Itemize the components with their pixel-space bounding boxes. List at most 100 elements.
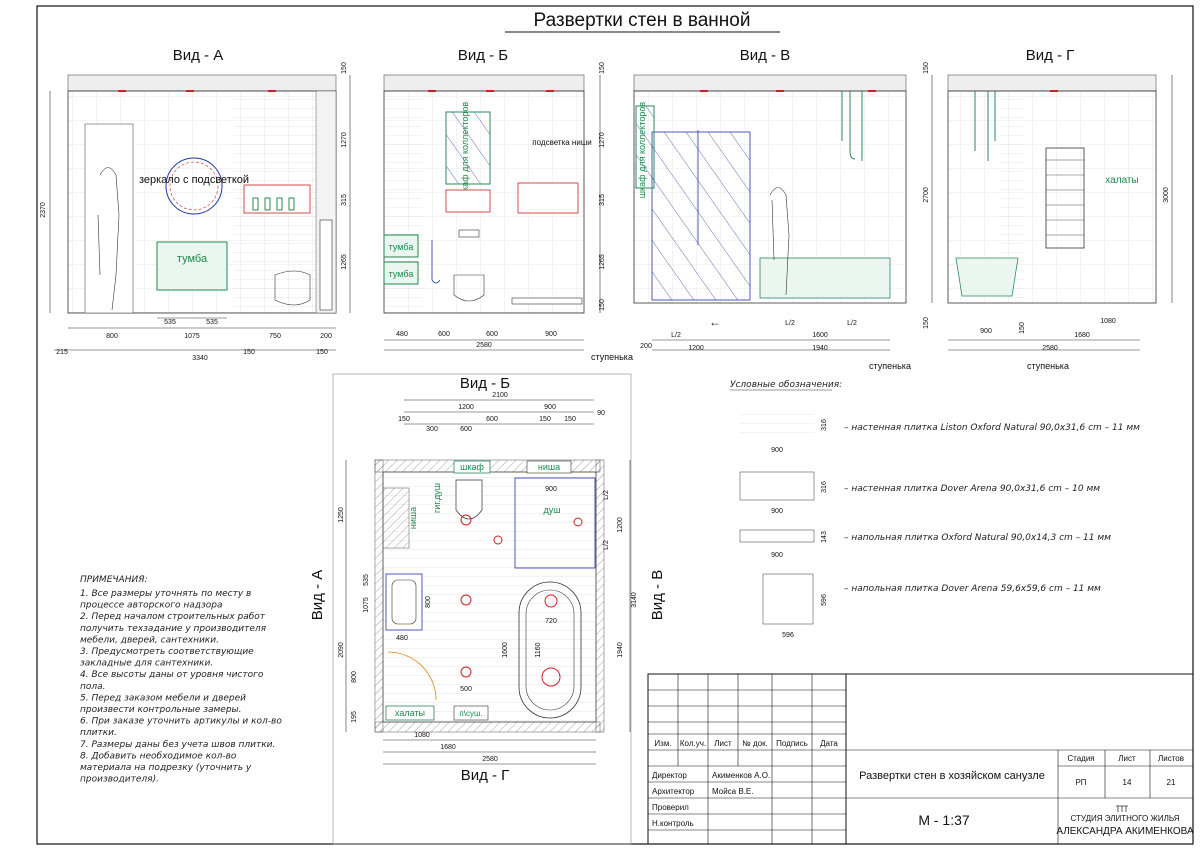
svg-text:2090: 2090 — [338, 642, 345, 658]
svg-text:1680: 1680 — [1074, 332, 1090, 339]
svg-text:150: 150 — [599, 62, 606, 74]
svg-text:2580: 2580 — [482, 756, 498, 763]
svg-text:150: 150 — [243, 349, 255, 356]
collector-cabinet-label: шкаф для коллекторов — [460, 102, 470, 199]
svg-text:2100: 2100 — [492, 392, 508, 399]
note-line: произвести контрольные замеры. — [80, 705, 242, 715]
vanity-label-a: тумба — [177, 253, 208, 265]
svg-text:900: 900 — [544, 404, 556, 411]
step-label-g: ступенька — [1027, 361, 1069, 371]
plan-wardrobe-label: шкаф — [460, 462, 484, 472]
note-line: производителя). — [80, 775, 159, 785]
svg-text:195: 195 — [351, 711, 358, 723]
legend-item-1: – настенная плитка Liston Oxford Natural… — [844, 423, 1140, 433]
stamp-header-izm: Изм. — [654, 739, 671, 748]
stamp-sheet-header: Лист — [1118, 754, 1136, 763]
svg-text:1160: 1160 — [535, 642, 542, 657]
legend-title: Условные обозначения: — [730, 380, 842, 390]
svg-text:300: 300 — [426, 426, 438, 433]
collector-cabinet-label-v: шкаф для коллекторов — [637, 102, 647, 199]
plan-niche-left-label: ниша — [408, 507, 418, 529]
svg-text:1075: 1075 — [363, 597, 370, 613]
stamp-header-kol: Кол.уч. — [680, 739, 706, 748]
svg-text:1075: 1075 — [184, 333, 200, 340]
plan-shower-label: душ — [544, 505, 561, 515]
svg-text:150: 150 — [316, 349, 328, 356]
note-line: 7. Размеры даны без учета швов плитки. — [80, 740, 275, 750]
view-g: Вид - Г халаты 900 150 1080 1680 2580 ст… — [923, 47, 1173, 371]
step-label-v: ступенька — [869, 361, 911, 371]
plan-view-v-label: Вид - В — [649, 570, 666, 620]
svg-text:596: 596 — [782, 632, 794, 639]
svg-text:316: 316 — [821, 481, 828, 493]
view-v-label: Вид - В — [740, 47, 790, 64]
svg-text:143: 143 — [821, 531, 828, 543]
svg-text:L/2: L/2 — [847, 320, 857, 327]
note-line: получить техзадание у производителя — [80, 624, 267, 634]
svg-text:3340: 3340 — [192, 355, 208, 362]
svg-text:1940: 1940 — [617, 642, 624, 658]
stamp-header-list: Лист — [714, 739, 732, 748]
svg-text:900: 900 — [771, 447, 783, 454]
plan-view-g-label: Вид - Г — [461, 767, 510, 784]
step-label-b: ступенька — [591, 352, 633, 362]
note-line: материала на подрезку (уточнить у — [80, 763, 252, 773]
svg-text:316: 316 — [821, 419, 828, 431]
svg-text:900: 900 — [771, 508, 783, 515]
note-line: мебели, дверей, сантехники. — [80, 635, 219, 645]
legend: Условные обозначения: 900 316 – настенна… — [730, 380, 1140, 639]
studio-logo: СТУДИЯ ЭЛИТНОГО ЖИЛЬЯ АЛЕКСАНДРА АКИМЕНК… — [1056, 805, 1194, 837]
svg-text:1600: 1600 — [502, 642, 509, 658]
svg-text:800: 800 — [106, 333, 118, 340]
svg-text:3000: 3000 — [1163, 187, 1170, 203]
svg-text:L/2: L/2 — [603, 540, 610, 550]
svg-text:480: 480 — [396, 331, 408, 338]
plan-hyg-shower-label: гиг.душ — [432, 483, 442, 513]
stamp-title: Развертки стен в хозяйском санузле — [859, 770, 1045, 782]
stamp-sheet: 14 — [1123, 778, 1132, 787]
svg-text:1265: 1265 — [341, 254, 348, 270]
svg-text:535: 535 — [206, 319, 218, 326]
svg-text:2580: 2580 — [1042, 345, 1058, 352]
svg-text:L/2: L/2 — [603, 490, 610, 500]
sheet-title: Развертки стен в ванной — [505, 10, 780, 33]
stamp-name-director: Акименков А.О. — [712, 771, 770, 780]
exit-arrow-label: ← — [709, 315, 721, 329]
svg-text:720: 720 — [545, 618, 557, 625]
svg-text:1940: 1940 — [812, 345, 828, 352]
stamp-scale: М - 1:37 — [918, 812, 970, 828]
svg-text:800: 800 — [351, 671, 358, 683]
svg-text:315: 315 — [341, 194, 348, 206]
title-text: Развертки стен в ванной — [534, 10, 751, 31]
stamp-sheets-header: Листов — [1158, 754, 1184, 763]
svg-text:150: 150 — [599, 299, 606, 311]
svg-text:900: 900 — [545, 486, 557, 493]
svg-text:315: 315 — [599, 194, 606, 206]
note-line: 6. При заказе уточнить артикулы и кол-во — [80, 717, 282, 727]
plan-niche-top-label: ниша — [538, 462, 560, 472]
note-line: 3. Предусмотреть соответствующие — [80, 647, 254, 657]
svg-text:3140: 3140 — [631, 592, 638, 608]
svg-text:90: 90 — [597, 410, 605, 417]
svg-text:1080: 1080 — [414, 732, 430, 739]
view-g-label: Вид - Г — [1026, 47, 1075, 64]
svg-text:600: 600 — [486, 331, 498, 338]
svg-text:600: 600 — [486, 416, 498, 423]
svg-text:L/2: L/2 — [785, 320, 795, 327]
svg-text:1270: 1270 — [341, 132, 348, 148]
svg-text:900: 900 — [771, 552, 783, 559]
studio-subtitle: СТУДИЯ ЭЛИТНОГО ЖИЛЬЯ — [1070, 814, 1179, 823]
view-b: Вид - Б шкаф для коллекторов подсветка н… — [383, 47, 633, 362]
svg-text:150: 150 — [1019, 322, 1026, 334]
svg-text:900: 900 — [980, 328, 992, 335]
stamp-role-ncontrol: Н.контроль — [652, 819, 694, 828]
svg-text:150: 150 — [539, 416, 551, 423]
svg-text:2370: 2370 — [40, 202, 47, 218]
vanity-label-b2: тумба — [389, 269, 414, 279]
note-line: 1. Все размеры уточнять по месту в — [80, 589, 251, 599]
svg-text:1680: 1680 — [440, 744, 456, 751]
svg-text:1200: 1200 — [688, 345, 704, 352]
note-line: плитки. — [80, 728, 117, 738]
floor-plan: Вид - Б Вид - Г Вид - А Вид - В шкаф ниш… — [309, 373, 666, 845]
